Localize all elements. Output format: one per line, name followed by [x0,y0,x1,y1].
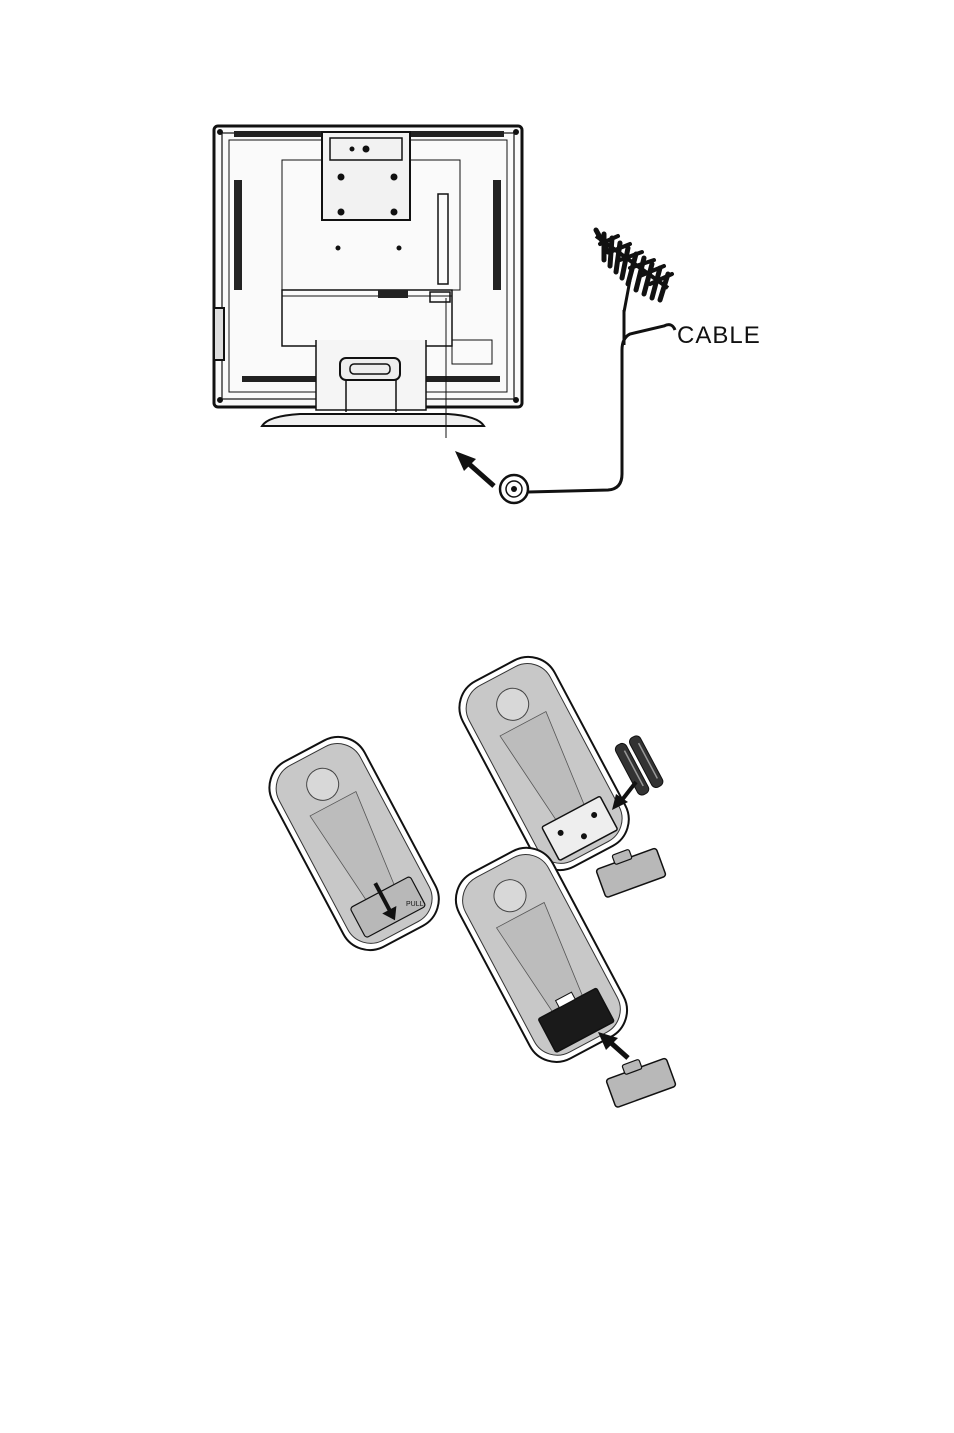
battery-cover [603,1050,676,1108]
remote-control [449,646,639,880]
remote-control [259,726,449,960]
battery-icon [614,734,665,797]
pull-label: PULL [406,901,424,908]
